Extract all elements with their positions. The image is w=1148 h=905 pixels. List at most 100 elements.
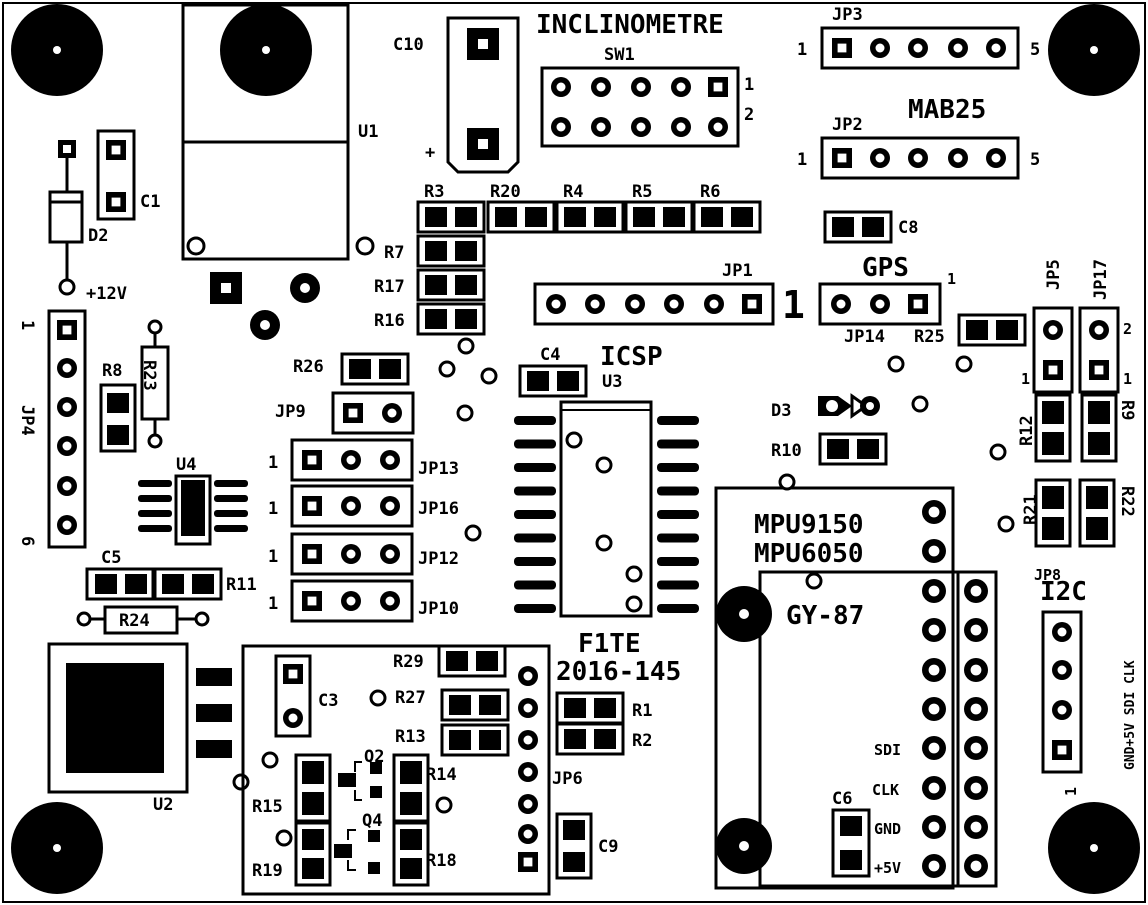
ic-pin	[657, 463, 699, 472]
jp12-header	[290, 532, 414, 576]
jp5-label: JP5	[1044, 259, 1064, 290]
smd-pad	[1042, 401, 1064, 424]
smd-pad	[525, 207, 547, 227]
jp3-pads	[832, 38, 1006, 58]
gy87-5v: +5V	[874, 859, 901, 877]
via	[480, 367, 498, 385]
via	[911, 395, 929, 413]
resistor-outline	[294, 821, 332, 887]
r7-label: R7	[384, 243, 404, 263]
smd-pad	[400, 761, 422, 784]
jp6-label: JP6	[552, 769, 583, 789]
smd-pad	[701, 207, 723, 227]
jp2-pin5: 5	[1030, 150, 1040, 170]
ic-pin	[514, 533, 556, 543]
c1-capacitor	[96, 129, 136, 221]
via	[955, 355, 973, 373]
jp16-header	[290, 484, 414, 528]
via	[438, 360, 456, 378]
resistor-outline	[1078, 478, 1116, 548]
sw1-pin2: 2	[744, 105, 754, 125]
c1-label: C1	[140, 192, 160, 212]
ic-pin	[657, 557, 699, 566]
ic-pin	[657, 510, 699, 519]
gy87-module	[714, 473, 998, 890]
r23-resistor	[140, 319, 170, 449]
code-label: 2016-145	[556, 657, 681, 687]
c9-label: C9	[598, 837, 618, 857]
smd-pad	[455, 309, 477, 329]
u2-regulator	[47, 642, 232, 794]
smd-pad	[564, 207, 586, 227]
smd-pad	[425, 275, 447, 295]
resistor-pad-pairs	[340, 200, 1027, 757]
q2-transistor	[338, 761, 382, 801]
smd-pad	[527, 371, 549, 391]
jp16-label: JP16	[418, 499, 459, 519]
jp10-header	[290, 579, 414, 623]
u1-regulator	[181, 3, 375, 340]
smd-pad	[455, 275, 477, 295]
smd-pad	[476, 651, 498, 671]
via	[275, 829, 293, 847]
resistor-outline	[416, 200, 486, 234]
r25-label: R25	[914, 327, 945, 347]
jp2-label: JP2	[832, 115, 863, 135]
ic-pin	[514, 580, 556, 590]
jp10-pin1: 1	[268, 594, 278, 614]
ic-pin	[657, 580, 699, 590]
resistor-outline	[440, 723, 510, 757]
r11-label: R11	[226, 575, 257, 595]
d3-label: D3	[771, 401, 791, 421]
via	[625, 565, 643, 583]
jp13-header	[290, 438, 414, 482]
via	[625, 595, 643, 613]
sw1-switch	[540, 66, 740, 148]
jp2-pads	[832, 148, 1006, 168]
d2-diode	[48, 140, 84, 296]
resistor-outline	[555, 200, 625, 234]
smd-pad	[564, 729, 586, 749]
resistor-outline	[392, 753, 430, 823]
jp3-label: JP3	[832, 5, 863, 25]
u1-label: U1	[358, 122, 378, 142]
r10-label: R10	[771, 441, 802, 461]
smd-pad	[400, 829, 422, 850]
c3-label: C3	[318, 691, 338, 711]
smd-pad	[302, 829, 324, 850]
smd-pad	[594, 729, 616, 749]
r23-label: R23	[139, 360, 159, 391]
smd-pad	[455, 207, 477, 227]
jp3-pin1: 1	[797, 40, 807, 60]
jp12-label: JP12	[418, 549, 459, 569]
jp14-header	[818, 282, 942, 326]
resistor-outline	[416, 268, 486, 302]
via	[261, 751, 279, 769]
ic-pin	[514, 463, 556, 472]
resistor-outline	[440, 688, 510, 722]
jp5-pin1: 1	[1021, 370, 1030, 388]
i2c-pin-labels: GND+5V SDI CLK	[1123, 660, 1138, 770]
smd-pad	[425, 207, 447, 227]
jp3-header	[820, 26, 1020, 70]
ic-pin	[514, 486, 556, 496]
jp8-label: JP8	[1034, 566, 1061, 584]
via	[997, 515, 1015, 533]
resistor-outline	[823, 210, 893, 244]
smd-pad	[594, 207, 616, 227]
sw1-pin1: 1	[744, 75, 754, 95]
resistor-outline	[392, 821, 430, 887]
r3-label: R3	[424, 182, 444, 202]
smd-pad	[349, 359, 371, 379]
c10-plus: +	[425, 143, 435, 163]
via	[435, 796, 453, 814]
r29-label: R29	[393, 652, 424, 672]
smd-pad	[557, 371, 579, 391]
sw1-pads	[551, 77, 728, 137]
smd-pad	[302, 761, 324, 784]
q4-label: Q4	[362, 811, 382, 831]
jp4-pads	[57, 320, 77, 535]
title-label: INCLINOMETRE	[536, 10, 724, 40]
jp16-pin1: 1	[268, 499, 278, 519]
r20-label: R20	[490, 182, 521, 202]
